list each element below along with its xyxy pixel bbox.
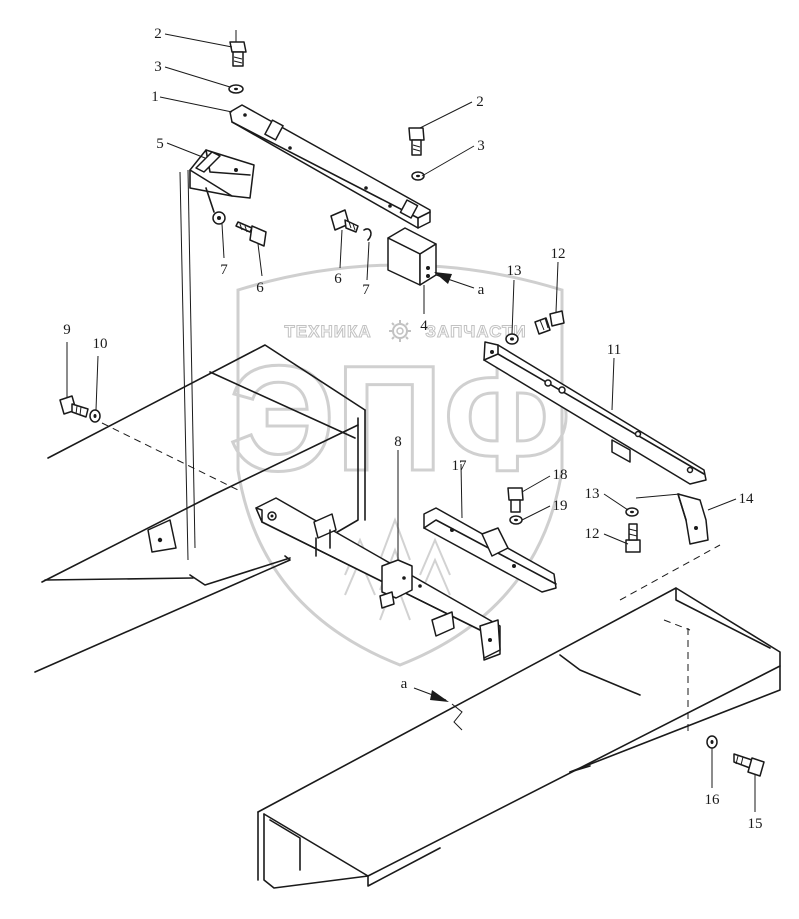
callout-19: 19 — [553, 498, 568, 514]
callout-15: 15 — [748, 816, 763, 832]
callout-17: 17 — [452, 458, 468, 474]
bolt-12-upper — [534, 310, 565, 335]
watermark: ЭПФ ТЕХНИКА ЗАПЧАСТИ — [227, 263, 573, 667]
part-5-bracket — [189, 149, 255, 213]
part-11-bar — [483, 341, 707, 485]
callout-7-middle: 7 — [362, 282, 370, 298]
washer-7-left — [212, 211, 226, 225]
part-14-bracket — [677, 493, 709, 545]
callout-8: 8 — [394, 434, 402, 450]
small-bracket-left — [147, 519, 177, 553]
bolt-2-right — [408, 127, 425, 156]
callout-9: 9 — [63, 322, 71, 338]
callout-3-upper: 3 — [154, 59, 162, 75]
watermark-right-word: ЗАПЧАСТИ — [425, 322, 526, 341]
callout-16: 16 — [705, 792, 721, 808]
callout-a-lower: a — [401, 676, 408, 692]
washer-13-upper — [505, 333, 519, 345]
callout-12-lower: 12 — [585, 526, 600, 542]
callout-4: 4 — [420, 318, 428, 334]
arrow-a-lower — [413, 687, 449, 702]
callout-3-right: 3 — [477, 138, 485, 154]
bottom-plate — [257, 587, 781, 889]
part-4-block — [387, 227, 437, 286]
upper-panel — [41, 344, 366, 583]
washer-7-middle — [363, 228, 372, 241]
callout-2-right: 2 — [476, 94, 484, 110]
callout-13-lower: 13 — [585, 486, 600, 502]
callout-13-upper: 13 — [507, 263, 522, 279]
washer-3-upper — [228, 84, 244, 94]
washer-3-right — [411, 171, 425, 181]
callout-7-left: 7 — [220, 262, 228, 278]
callout-5: 5 — [156, 136, 164, 152]
leader-lines — [66, 33, 756, 812]
bolt-6-middle — [330, 209, 359, 233]
center-frame — [255, 450, 501, 661]
watermark-left-word: ТЕХНИКА — [284, 322, 371, 341]
washer-16 — [706, 735, 718, 749]
callout-14: 14 — [739, 491, 755, 507]
washer-19 — [509, 515, 523, 525]
callout-1: 1 — [151, 89, 159, 105]
callout-2-upper: 2 — [154, 26, 162, 42]
callout-18: 18 — [553, 467, 568, 483]
gear-icon — [389, 320, 411, 342]
bolt-2-upper — [229, 30, 247, 67]
washer-10 — [89, 409, 101, 423]
washer-13-lower — [625, 507, 639, 517]
callout-10: 10 — [93, 336, 108, 352]
bolt-12-lower — [625, 523, 641, 553]
arrow-a-upper — [434, 272, 475, 289]
callout-a-upper: a — [478, 282, 485, 298]
part-1-bar — [229, 104, 431, 229]
bolt-15 — [733, 753, 765, 777]
callout-11: 11 — [607, 342, 621, 358]
bolt-6-left — [235, 221, 267, 247]
callout-6-middle: 6 — [334, 271, 342, 287]
guide-rods — [179, 169, 196, 561]
bolt-18 — [507, 487, 524, 513]
callout-6-left: 6 — [256, 280, 264, 296]
callout-12-upper: 12 — [551, 246, 566, 262]
bolt-9 — [59, 395, 89, 418]
callout-labels: 2 3 1 5 2 3 7 6 6 7 a 4 13 12 11 9 10 8 … — [63, 26, 762, 832]
part-17-bar — [423, 507, 557, 593]
lower-panel — [34, 555, 291, 673]
